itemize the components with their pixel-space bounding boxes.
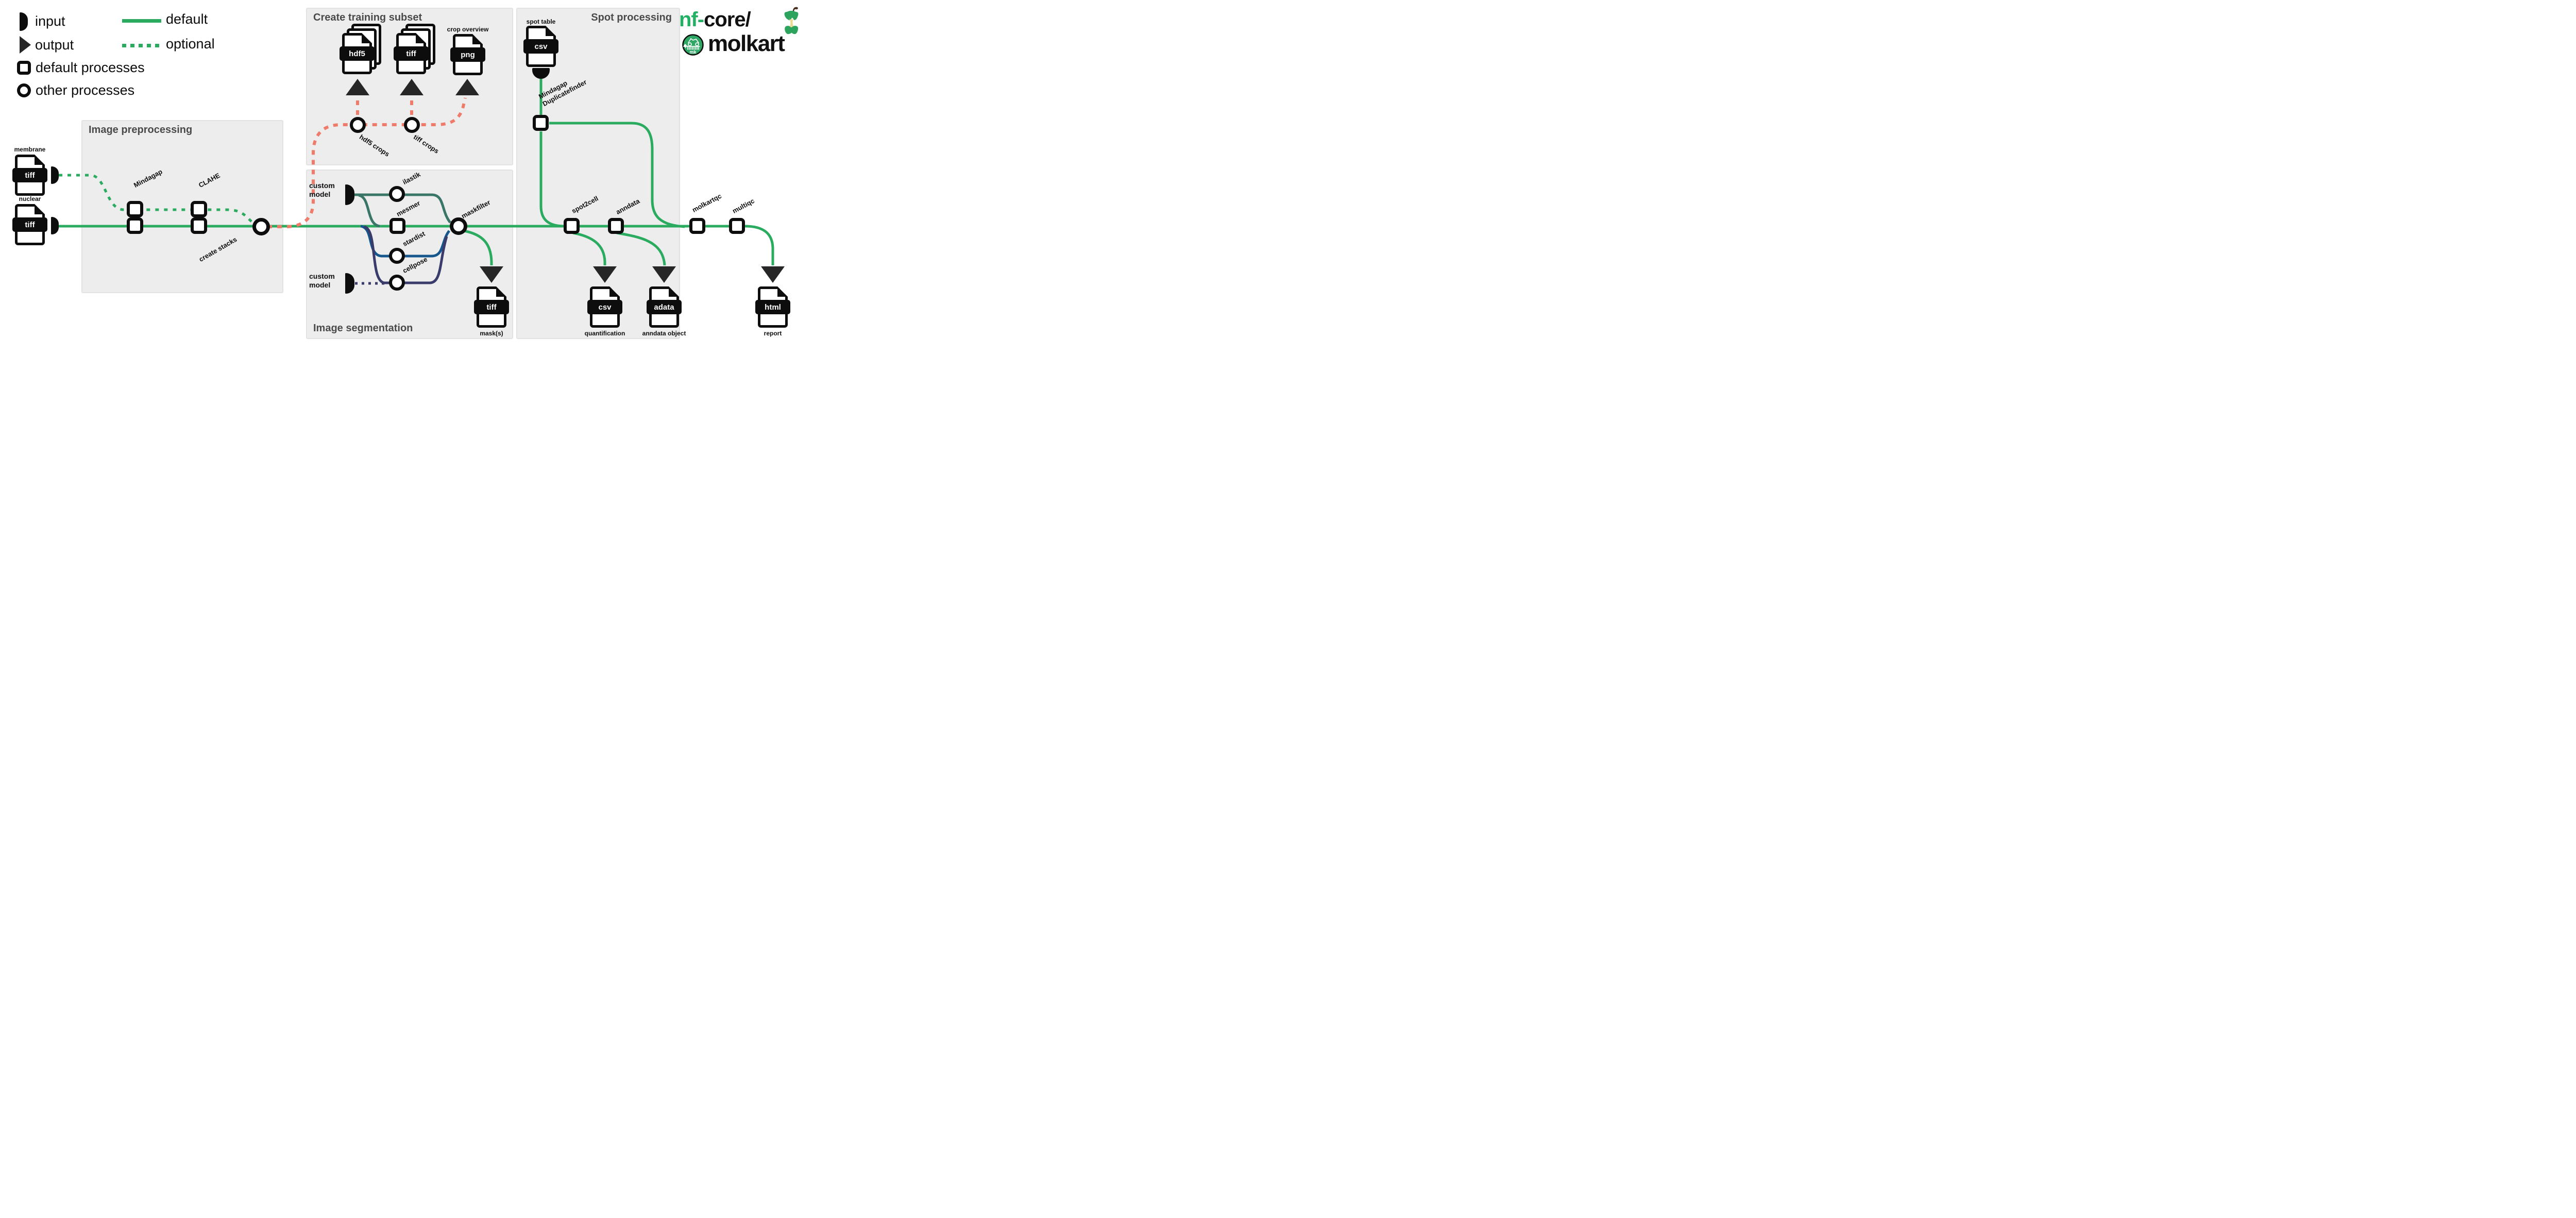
membrane-caption: membrane (14, 146, 46, 153)
title-create-training-subset: Create training subset (313, 12, 422, 23)
edge-duplicatefinder-down (539, 131, 564, 228)
legend-optional-line-icon (122, 44, 162, 47)
process-ilastik (389, 186, 405, 202)
mask-tiff-file-icon: tiff (474, 286, 509, 328)
process-cellpose (389, 275, 405, 291)
membrane-input-icon (51, 166, 59, 184)
edge-spot2cell-output (572, 231, 606, 265)
logo-core: core/ (704, 8, 751, 31)
legend-other-process-icon (17, 83, 31, 97)
mask-format: tiff (474, 300, 509, 314)
process-multiqc (729, 218, 745, 234)
membrane-tiff-file-icon: tiff (12, 155, 47, 196)
custom-model-bottom-input-icon (345, 273, 354, 294)
nuclear-caption: nuclear (19, 195, 41, 202)
logo-nf: nf- (679, 8, 704, 31)
report-format: html (755, 300, 790, 314)
nuclear-tiff-file-icon: tiff (12, 204, 47, 245)
report-html-file-icon: html (755, 286, 790, 328)
report-caption: report (764, 330, 782, 337)
logo-nf-core: nf-core/ (679, 8, 751, 31)
legend-input-icon (20, 12, 28, 31)
anndata-object-caption: anndata object (642, 330, 686, 337)
legend-optional-label: optional (166, 36, 215, 52)
legend-default-processes-label: default processes (36, 60, 145, 75)
pipeline-diagram: Image preprocessing Create training subs… (0, 0, 808, 340)
png-overview-file-icon: png (450, 34, 485, 75)
legend-default-line-icon (122, 19, 161, 23)
tiff-crops-format: tiff (394, 46, 429, 61)
apple-core-icon (784, 7, 799, 35)
process-hdf5-crops (350, 117, 366, 133)
process-molkartqc (689, 218, 705, 234)
process-tiff-crops (404, 117, 420, 133)
crop-overview-caption: crop overview (447, 26, 489, 33)
anndata-format: adata (647, 300, 682, 314)
anndata-adata-file-icon: adata (647, 286, 682, 328)
edge-training-optional (267, 97, 467, 228)
legend-default-process-icon (17, 61, 31, 75)
legend-input-label: input (35, 13, 65, 29)
spot-table-input-icon (532, 68, 550, 79)
edge-main-default (59, 225, 774, 265)
quantification-format: csv (587, 300, 622, 314)
process-mesmer (389, 218, 405, 234)
process-maskfilter (450, 217, 467, 235)
hdf5-crops-file-icon: hdf5 (340, 33, 375, 74)
logo-molkart: molkart (708, 31, 785, 56)
process-clahe-top (191, 201, 207, 217)
nuclear-input-icon (51, 217, 59, 234)
process-create-stacks (252, 218, 270, 235)
process-clahe-bottom (191, 217, 207, 234)
edge-maskfilter-mask (463, 229, 493, 265)
custom-model-bottom-label: custom model (309, 272, 335, 289)
mask-caption: mask(s) (480, 330, 503, 337)
badge-mk-text: mk (689, 49, 697, 55)
process-anndata (608, 218, 624, 234)
spot-table-format: csv (523, 39, 558, 54)
nuclear-format: tiff (12, 217, 47, 232)
membrane-format: tiff (12, 168, 47, 182)
legend-default-label: default (166, 11, 208, 27)
process-mindagap-bottom (127, 217, 143, 234)
title-spot-processing: Spot processing (591, 12, 672, 23)
process-mindagap-top (127, 201, 143, 217)
edges-layer (59, 79, 774, 285)
legend-other-processes-label: other processes (36, 82, 135, 98)
quantification-caption: quantification (584, 330, 625, 337)
quantification-csv-file-icon: csv (587, 286, 622, 328)
process-duplicatefinder (533, 115, 549, 131)
png-format: png (450, 47, 485, 62)
process-spot2cell (564, 218, 580, 234)
process-stardist (389, 248, 405, 264)
legend-output-label: output (35, 37, 74, 53)
tiff-crops-file-icon: tiff (394, 33, 429, 74)
custom-model-top-input-icon (345, 184, 354, 205)
hdf5-format: hdf5 (340, 46, 375, 61)
edge-anndata-output (616, 231, 666, 266)
molkart-badge-icon: mk (682, 34, 704, 56)
edge-membrane-optional (59, 174, 260, 228)
spot-table-caption: spot table (526, 18, 556, 25)
custom-model-top-label: custom model (309, 181, 335, 198)
title-image-preprocessing: Image preprocessing (89, 124, 193, 136)
edge-ilastik-rail (354, 193, 452, 224)
edge-ilastik-branch (358, 194, 380, 228)
spot-table-csv-file-icon: csv (523, 26, 558, 67)
edge-duplicatefinder-right (549, 122, 685, 228)
title-image-segmentation: Image segmentation (313, 323, 413, 334)
